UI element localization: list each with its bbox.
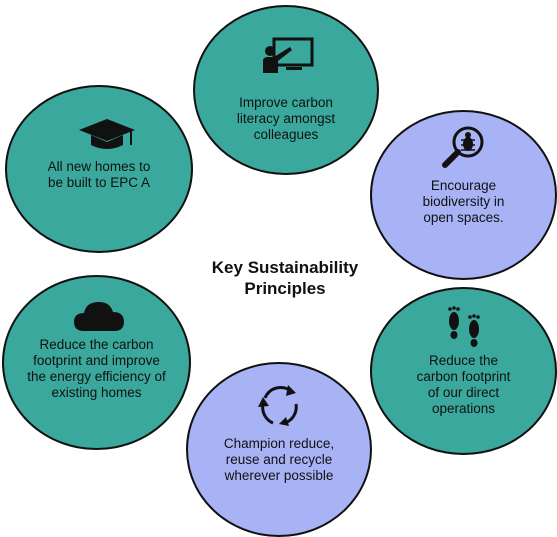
principle-new-homes: All new homes to be built to EPC A <box>5 85 193 253</box>
footprints-icon <box>444 305 486 354</box>
recycle-arrows-icon <box>255 382 305 435</box>
principle-text-biodiversity: Encourage biodiversity in open spaces. <box>422 178 505 225</box>
principle-text-reduce-reuse-recycle: Champion reduce, reuse and recycle where… <box>223 436 335 483</box>
principle-direct-operations: Reduce the carbon footprint of our direc… <box>370 287 557 455</box>
principle-text-direct-operations: Reduce the carbon footprint of our direc… <box>416 353 511 416</box>
graduation-cap-icon <box>77 117 137 156</box>
magnifier-bug-icon <box>440 124 488 175</box>
principle-text-existing-homes: Reduce the carbon footprint and improve … <box>27 337 166 400</box>
principle-biodiversity: Encourage biodiversity in open spaces. <box>370 110 557 280</box>
principle-existing-homes: Reduce the carbon footprint and improve … <box>2 275 191 450</box>
principle-text-new-homes: All new homes to be built to EPC A <box>47 159 151 190</box>
cloud-icon <box>72 299 126 338</box>
principle-text-carbon-literacy: Improve carbon literacy amongst colleagu… <box>236 95 336 142</box>
diagram-title: Key Sustainability Principles <box>211 258 359 298</box>
principle-carbon-literacy: Improve carbon literacy amongst colleagu… <box>193 5 379 175</box>
principle-reduce-reuse-recycle: Champion reduce, reuse and recycle where… <box>186 362 372 537</box>
presentation-board-icon <box>260 35 316 84</box>
